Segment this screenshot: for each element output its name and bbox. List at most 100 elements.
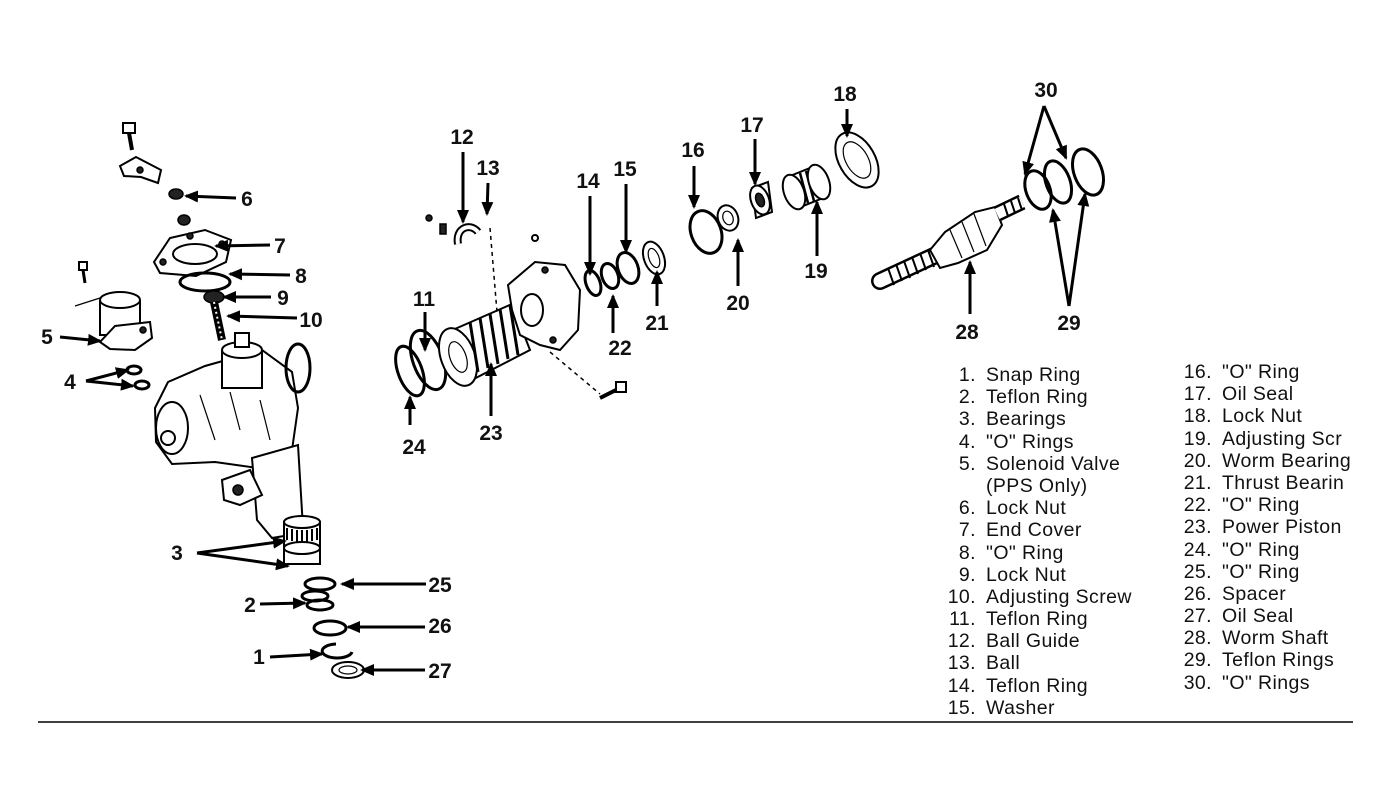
legend-number: 3. [958, 408, 976, 431]
legend-number: 20. [1183, 449, 1212, 472]
legend-text: "O" Ring [986, 541, 1064, 564]
power-piston-part [438, 302, 532, 387]
legend-item-7: 7.End Cover [940, 519, 1132, 541]
callout-label-14: 14 [576, 170, 600, 193]
callout-label-5: 5 [41, 326, 53, 349]
legend-number: 12. [947, 630, 976, 653]
solenoid-valve-part [74, 261, 154, 352]
legend-text: Lock Nut [986, 563, 1067, 586]
legend-number: 18. [1183, 405, 1212, 428]
callout-label-17: 17 [740, 114, 763, 137]
callout-label-3: 3 [171, 542, 183, 565]
bearings-part [283, 515, 321, 565]
top-bolt-part [122, 122, 136, 151]
legend-text: (PPS Only) [986, 474, 1088, 497]
legend-text: Oil Seal [1222, 383, 1294, 406]
legend-number: 23. [1183, 516, 1212, 539]
legend-column-1: 1.Snap Ring 2.Teflon Ring 3.Bearings 4."… [940, 364, 1132, 719]
legend-text: "O" Ring [1222, 538, 1300, 561]
oil-seal-17-part [749, 180, 774, 220]
legend-text: Solenoid Valve [986, 452, 1121, 475]
callout-label-19: 19 [804, 260, 827, 283]
legend-number: 15. [947, 696, 976, 719]
legend-number: 30. [1183, 671, 1212, 694]
legend-text: End Cover [986, 519, 1082, 542]
legend-text: "O" Rings [1222, 671, 1310, 694]
legend-number: 13. [947, 652, 976, 675]
legend-item-29: 29.Teflon Rings [1170, 649, 1388, 671]
callout-arrow-30b [1042, 105, 1068, 160]
legend-number: 14. [947, 674, 976, 697]
adjusting-screw-10-part [210, 301, 226, 341]
callout-arrow-3a [196, 536, 287, 555]
o-ring-24-part [394, 344, 426, 398]
lock-nut-9-part [203, 290, 225, 304]
legend-text: Adjusting Scr [1222, 427, 1343, 450]
legend-text: Ball [986, 652, 1021, 675]
callout-label-26: 26 [428, 615, 451, 638]
legend-number: 10. [947, 585, 976, 608]
legend-item-30: 30. "O" Rings [1170, 672, 1388, 694]
callout-label-10: 10 [299, 309, 322, 332]
callout-arrow-8 [228, 268, 291, 281]
legend-item-5-continued: (PPS Only) [940, 475, 1132, 497]
callout-arrow-29b [1067, 192, 1090, 307]
legend-text: "O" Ring [1222, 361, 1300, 383]
callout-label-1: 1 [253, 646, 265, 669]
bracket-part [118, 155, 163, 185]
callout-label-15: 15 [613, 158, 637, 181]
legend-item-20: 20.Worm Bearing [1170, 450, 1388, 472]
legend-number: 21. [1183, 471, 1212, 494]
callout-arrows [59, 105, 1090, 676]
legend-text: Ball Guide [986, 630, 1080, 653]
legend-number: 2. [958, 386, 976, 409]
end-cover-part [152, 228, 233, 278]
lock-nut-18-part [834, 131, 880, 189]
legend-text: Washer [986, 696, 1055, 719]
callout-arrow-13 [481, 182, 494, 216]
legend-item-10: 10.Adjusting Screw [940, 586, 1132, 608]
legend-text: Snap Ring [986, 364, 1081, 386]
legend-number: 5. [958, 452, 976, 475]
rings-29-30-part [1023, 147, 1106, 211]
legend-item-21: 21.Thrust Bearin [1170, 472, 1388, 494]
legend-item-12: 12. Ball Guide [940, 630, 1132, 652]
callout-arrow-4a [85, 367, 130, 383]
legend-number: 28. [1183, 627, 1212, 650]
legend-number: 24. [1183, 538, 1212, 561]
callout-label-8: 8 [295, 265, 307, 288]
washer-15-part [599, 251, 641, 291]
legend-item-11: 11.Teflon Ring [940, 608, 1132, 630]
small-bolt-part [531, 234, 627, 400]
callout-arrow-6 [184, 190, 237, 203]
callout-label-21: 21 [645, 312, 669, 335]
legend-text: Lock Nut [986, 497, 1067, 520]
legend-number: 8. [958, 541, 976, 564]
legend-item-15: 15. Washer [940, 697, 1132, 719]
legend-item-6: 6. Lock Nut [940, 497, 1132, 519]
callout-arrow-1 [269, 648, 324, 661]
callout-label-18: 18 [833, 83, 857, 106]
legend-text: Teflon Ring [986, 674, 1088, 697]
legend-item-13: 13. Ball [940, 652, 1132, 674]
o-ring-8-part [178, 271, 232, 293]
legend-item-23: 23.Power Piston [1170, 516, 1388, 538]
legend-item-1: 1. Snap Ring [940, 364, 1132, 386]
o-ring-16-part [688, 209, 724, 255]
legend-number: 6. [958, 497, 976, 520]
thrust-bearing-21-part [641, 240, 667, 276]
callout-label-22: 22 [608, 337, 631, 360]
legend-item-18: 18.Lock Nut [1170, 405, 1388, 427]
legend-item-3: 3.Bearings [940, 408, 1132, 430]
callout-label-27: 27 [428, 660, 451, 683]
callout-label-2: 2 [244, 594, 256, 617]
legend-text: Teflon Ring [986, 608, 1088, 631]
legend-item-24: 24. "O" Ring [1170, 539, 1388, 561]
legend-number: 27. [1183, 605, 1212, 628]
legend-number: 1. [958, 364, 976, 386]
legend-item-22: 22."O" Ring [1170, 494, 1388, 516]
callout-arrow-3b [196, 551, 290, 571]
legend-item-5: 5. Solenoid Valve [940, 453, 1132, 475]
callout-label-12: 12 [450, 126, 473, 149]
callout-label-23: 23 [479, 422, 502, 445]
